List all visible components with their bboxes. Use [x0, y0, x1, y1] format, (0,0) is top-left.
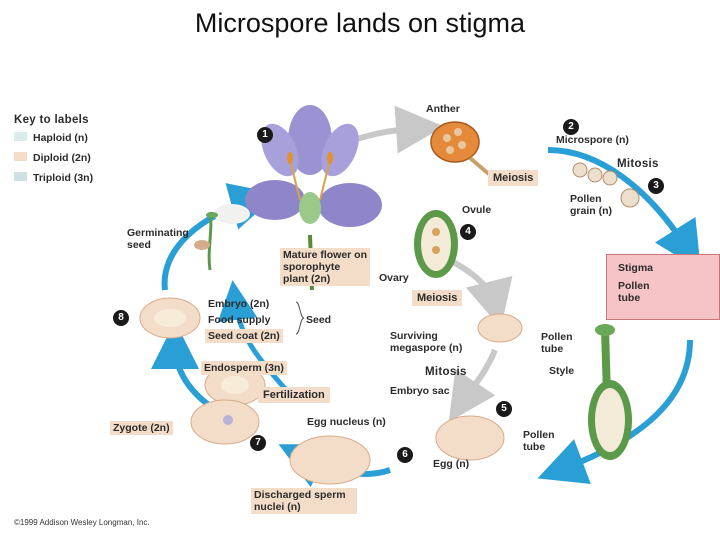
label-ovary: Ovary	[379, 272, 409, 284]
label-meiosis-2: Meiosis	[412, 290, 463, 306]
label-pollen-tube-2: Pollen tube	[523, 429, 555, 453]
label-endosperm: Endosperm (3n)	[201, 361, 287, 375]
label-egg: Egg (n)	[433, 458, 470, 470]
ovule-drawing	[414, 210, 458, 278]
germinating-seed-drawing	[194, 211, 218, 271]
seed-drawing	[139, 297, 523, 485]
label-embryo: Embryo (2n)	[208, 298, 270, 310]
label-surviving-megaspore: Surviving megaspore (n)	[390, 330, 463, 354]
label-seed: Seed	[306, 314, 332, 326]
label-mitosis-1: Mitosis	[617, 158, 659, 170]
flow-arrow-megaspore	[448, 348, 498, 422]
key-item-triploid: Triploid (3n)	[14, 168, 93, 186]
label-meiosis-1: Meiosis	[488, 170, 539, 186]
cycle-arrow-2-3	[547, 147, 701, 271]
copyright-text: ©1999 Addison Wesley Longman, Inc.	[14, 518, 150, 527]
label-food-supply: Food supply	[208, 314, 271, 326]
step-7-marker: 7	[250, 435, 266, 451]
label-microspore: Microspore (n)	[556, 134, 629, 146]
label-discharged-sperm: Discharged sperm nuclei (n)	[251, 488, 357, 514]
step-3-marker: 3	[648, 178, 664, 194]
step-5-marker: 5	[496, 401, 512, 417]
label-pollen-tube-1: Pollen tube	[541, 331, 573, 355]
step-6-marker: 6	[397, 447, 413, 463]
label-embryo-sac: Embryo sac	[390, 385, 450, 397]
seed-brace	[295, 301, 305, 335]
label-style: Style	[549, 365, 575, 377]
label-fertilization: Fertilization	[258, 387, 330, 403]
page-title: Microspore lands on stigma	[194, 8, 526, 38]
label-stigma: Stigma	[618, 262, 654, 274]
diploid-swatch	[14, 152, 27, 162]
step-2-marker: 2	[563, 119, 579, 135]
step-8-marker: 8	[113, 310, 129, 326]
step-4-marker: 4	[460, 224, 476, 240]
cycle-arrow-3-5	[537, 339, 693, 485]
key-item-diploid: Diploid (2n)	[14, 148, 91, 166]
label-ovule: Ovule	[462, 204, 492, 216]
label-mitosis-2: Mitosis	[425, 366, 467, 378]
label-germinating-seed: Germinating seed	[127, 227, 189, 251]
microspore-drawing	[572, 162, 640, 208]
label-seed-coat: Seed coat (2n)	[205, 329, 283, 343]
key-item-haploid: Haploid (n)	[14, 128, 88, 146]
label-mature-flower: Mature flower on sporophyte plant (2n)	[280, 248, 370, 286]
label-pollen-tube-panel: Pollen tube	[618, 280, 650, 304]
label-egg-nucleus: Egg nucleus (n)	[307, 416, 386, 428]
style-drawing	[588, 324, 632, 460]
haploid-swatch	[14, 132, 27, 142]
anther-drawing	[430, 121, 492, 177]
label-zygote: Zygote (2n)	[110, 421, 173, 435]
label-pollen-grain: Pollen grain (n)	[570, 193, 612, 217]
label-anther: Anther	[426, 103, 460, 115]
triploid-swatch	[14, 172, 27, 182]
step-1-marker: 1	[257, 127, 273, 143]
key-heading: Key to labels	[14, 114, 89, 126]
